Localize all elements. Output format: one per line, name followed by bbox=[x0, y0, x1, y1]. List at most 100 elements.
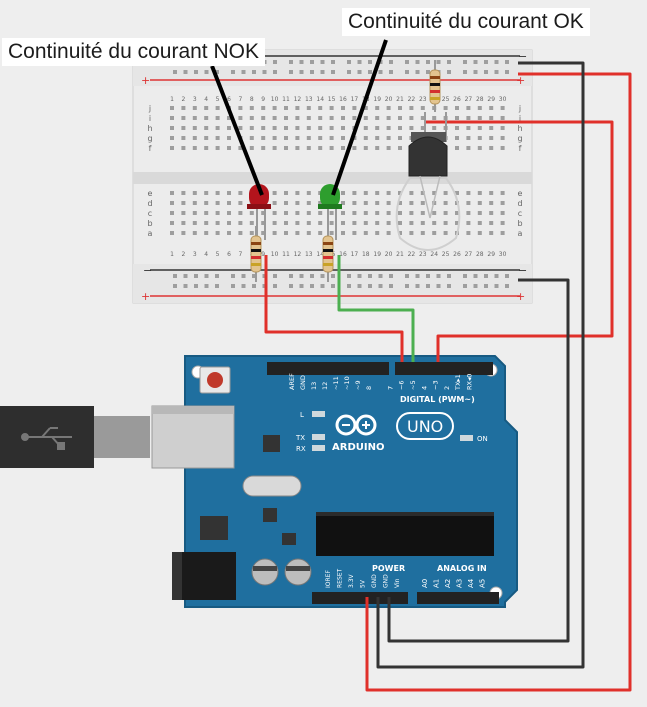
digital-pin-label: 8 bbox=[365, 386, 373, 390]
on-led bbox=[460, 435, 473, 441]
breadboard-labels: 1122334455667788991010111112121313141415… bbox=[147, 96, 522, 258]
row-letter: b bbox=[147, 219, 152, 228]
resistor-bulb bbox=[429, 60, 441, 112]
usb-socket bbox=[151, 405, 235, 469]
breadboard: 1122334455667788991010111112121313141415… bbox=[132, 49, 533, 304]
usb-plug bbox=[94, 416, 150, 458]
column-label-bottom: 2 bbox=[181, 251, 185, 258]
breadboard-holes bbox=[170, 60, 509, 288]
pointer-nok bbox=[210, 65, 264, 196]
reset-button bbox=[207, 372, 223, 388]
row-letter: j bbox=[148, 104, 151, 113]
digital-pin-label: 2 bbox=[443, 386, 451, 390]
resistor-led-nok bbox=[250, 226, 262, 282]
column-label-bottom: 21 bbox=[396, 251, 404, 258]
column-label-bottom: 28 bbox=[476, 251, 484, 258]
usb-icon bbox=[21, 427, 72, 450]
power-pin-label: IOREF bbox=[325, 570, 332, 588]
row-letter: f bbox=[149, 144, 152, 153]
uno-badge bbox=[396, 412, 454, 440]
analog-pin-label: A1 bbox=[433, 579, 441, 588]
column-label-top: 28 bbox=[476, 96, 484, 103]
column-label-top: 14 bbox=[316, 96, 324, 103]
power-pin-label: GND bbox=[371, 574, 378, 588]
column-label-top: 26 bbox=[453, 96, 461, 103]
wire-red-led-nok bbox=[264, 255, 404, 362]
analog-header bbox=[417, 592, 499, 604]
column-label-top: 30 bbox=[499, 96, 507, 103]
rail-minus-bottom-right: − bbox=[518, 264, 527, 277]
resistor-led-ok bbox=[322, 226, 334, 282]
digital-pin-label: 7 bbox=[386, 386, 394, 390]
column-label-top: 17 bbox=[351, 96, 359, 103]
column-label-top: 7 bbox=[238, 96, 242, 103]
column-label-bottom: 24 bbox=[430, 251, 438, 258]
column-label-bottom: 26 bbox=[453, 251, 461, 258]
row-letter: h bbox=[517, 124, 522, 133]
column-label-bottom: 6 bbox=[227, 251, 231, 258]
analog-pin-label: A4 bbox=[467, 578, 475, 588]
column-label-top: 21 bbox=[396, 96, 404, 103]
analog-pin-label: A5 bbox=[479, 579, 487, 588]
row-letter: j bbox=[518, 104, 521, 113]
digital-label: DIGITAL (PWM~) bbox=[400, 395, 475, 404]
column-label-bottom: 9 bbox=[261, 251, 265, 258]
column-label-bottom: 5 bbox=[216, 251, 220, 258]
column-label-bottom: 23 bbox=[419, 251, 427, 258]
rail-plus-bottom-left: + bbox=[141, 290, 150, 303]
row-letter: i bbox=[149, 114, 151, 123]
column-label-bottom: 25 bbox=[442, 251, 450, 258]
column-label-top: 2 bbox=[181, 96, 185, 103]
column-label-top: 19 bbox=[373, 96, 381, 103]
uno-model-text: UNO bbox=[407, 417, 443, 436]
digital-pin-label: RX◂0 bbox=[466, 374, 474, 390]
digital-header-right bbox=[395, 362, 493, 375]
power-header bbox=[312, 592, 408, 604]
column-label-top: 8 bbox=[250, 96, 254, 103]
column-label-bottom: 4 bbox=[204, 251, 208, 258]
analog-pin-label: A0 bbox=[421, 579, 429, 588]
power-label: POWER bbox=[372, 564, 405, 573]
column-label-top: 15 bbox=[328, 96, 336, 103]
l-led bbox=[312, 411, 325, 417]
arduino-brand-text: ARDUINO bbox=[332, 442, 384, 453]
column-label-top: 10 bbox=[271, 96, 279, 103]
column-label-bottom: 27 bbox=[465, 251, 473, 258]
column-label-top: 23 bbox=[419, 96, 427, 103]
column-label-bottom: 10 bbox=[271, 251, 279, 258]
digital-pin-label: ~11 bbox=[332, 376, 340, 390]
column-label-bottom: 30 bbox=[499, 251, 507, 258]
digital-pin-label: 4 bbox=[420, 386, 428, 390]
row-letter: c bbox=[148, 209, 152, 218]
column-label-top: 27 bbox=[465, 96, 473, 103]
digital-pin-label: GND bbox=[299, 375, 307, 390]
analog-label: ANALOG IN bbox=[437, 564, 487, 573]
column-label-bottom: 3 bbox=[193, 251, 197, 258]
arduino-logo bbox=[335, 414, 377, 436]
column-label-top: 12 bbox=[294, 96, 302, 103]
row-letter: d bbox=[147, 199, 152, 208]
tx-label: TX bbox=[295, 434, 305, 442]
column-label-top: 5 bbox=[216, 96, 220, 103]
row-letter: f bbox=[519, 144, 522, 153]
digital-pin-label: 13 bbox=[310, 382, 318, 390]
wire-green-led-ok bbox=[337, 255, 415, 362]
row-letter: h bbox=[147, 124, 152, 133]
power-pin-label: 5V bbox=[360, 579, 367, 588]
l-label: L bbox=[300, 411, 304, 419]
row-letter: g bbox=[147, 134, 152, 143]
rail-plus-top-left: + bbox=[141, 74, 150, 87]
column-label-bottom: 16 bbox=[339, 251, 347, 258]
column-label-top: 6 bbox=[227, 96, 231, 103]
row-letter: d bbox=[517, 199, 522, 208]
column-label-top: 16 bbox=[339, 96, 347, 103]
wire-black-gnd-bottom bbox=[387, 278, 570, 643]
wire-red-bulb bbox=[425, 120, 614, 362]
power-pin-label: RESET bbox=[337, 568, 344, 588]
row-letter: g bbox=[517, 134, 522, 143]
power-pin-label: 3.3V bbox=[348, 573, 355, 588]
on-label: ON bbox=[477, 435, 488, 443]
